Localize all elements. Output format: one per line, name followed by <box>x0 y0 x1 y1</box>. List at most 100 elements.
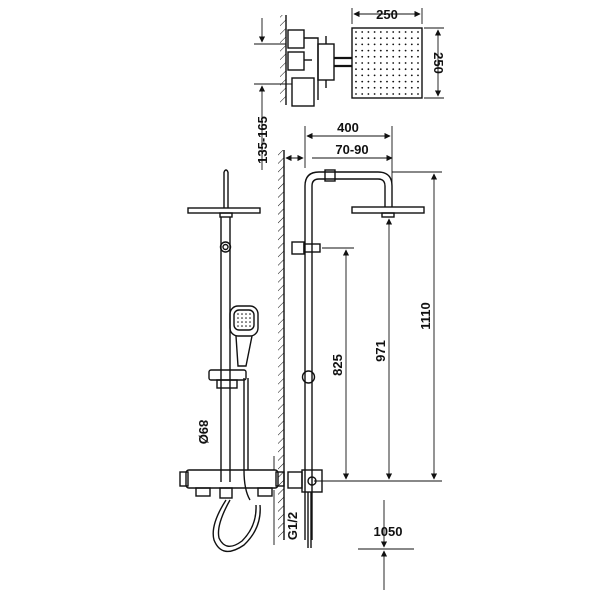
nozzle-dot <box>355 37 357 40</box>
nozzle-dot <box>355 31 357 33</box>
nozzle-dot <box>392 68 395 71</box>
nozzle-dot <box>355 43 357 46</box>
nozzle-dot <box>386 31 388 33</box>
nozzle-dot <box>379 80 382 83</box>
nozzle-dot <box>398 86 401 89</box>
nozzle-dot <box>392 86 395 89</box>
dim-overall-height: 1110 <box>418 302 433 330</box>
nozzle-dot <box>398 37 401 40</box>
nozzle-dot <box>379 37 382 40</box>
nozzle-dot <box>410 37 413 40</box>
nozzle-dot <box>386 68 388 71</box>
nozzle-dot <box>379 86 382 89</box>
nozzle-dot <box>367 68 370 71</box>
nozzle-dot <box>410 62 413 64</box>
dim-head-height: 971 <box>373 340 388 362</box>
nozzle-dot <box>410 74 413 77</box>
shower-head-side <box>351 206 425 214</box>
slide-holder-side <box>301 370 316 384</box>
nozzle-dot <box>404 31 407 33</box>
nozzle-dot <box>410 86 413 89</box>
dim-head-depth: 250 <box>431 52 446 74</box>
hose-front <box>243 378 251 501</box>
nozzle-dot <box>392 37 395 40</box>
nozzle-dot <box>404 80 407 83</box>
nozzle-dot <box>379 55 382 58</box>
nozzle-dot <box>373 49 376 52</box>
nozzle-dot <box>410 93 413 95</box>
nozzle-dot <box>367 86 370 89</box>
nozzle-dot <box>373 74 376 77</box>
nozzle-dot <box>392 43 395 46</box>
nozzle-dot <box>373 62 376 64</box>
nozzle-dot <box>404 74 407 77</box>
arm-side <box>304 171 393 207</box>
nozzle-dot <box>417 31 419 33</box>
nozzle-dot <box>404 62 407 64</box>
hand-nozzle-dot <box>249 317 251 319</box>
dim-wall-distance: 135-165 <box>255 116 270 164</box>
dim-head-width: 250 <box>376 7 398 22</box>
hand-nozzle-dot <box>237 313 239 315</box>
valve-top <box>287 29 335 107</box>
nozzle-dot <box>386 49 388 52</box>
nozzle-dot <box>404 49 407 52</box>
nozzle-dot <box>417 62 419 64</box>
nozzle-dot <box>386 43 388 46</box>
nozzle-dot <box>398 49 401 52</box>
nozzle-dot <box>373 31 376 33</box>
nozzle-dot <box>367 62 370 64</box>
nozzle-dot <box>417 55 419 58</box>
nozzle-dot <box>386 55 388 58</box>
nozzle-dot <box>361 86 364 89</box>
hand-shower-front <box>229 305 259 367</box>
hand-nozzle-dot <box>241 325 243 327</box>
nozzle-dot <box>367 37 370 40</box>
nozzle-dot <box>373 86 376 89</box>
nozzle-dot <box>373 55 376 58</box>
nozzle-dot <box>361 93 364 95</box>
nozzle-dot <box>404 68 407 71</box>
nozzle-dot <box>386 93 388 95</box>
dim-arm-reach: 400 <box>337 120 359 135</box>
nozzle-dot <box>355 86 357 89</box>
shower-head-front <box>187 207 261 214</box>
nozzle-dot <box>373 68 376 71</box>
nozzle-dot <box>355 68 357 71</box>
nozzle-dot <box>367 31 370 33</box>
nozzle-dot <box>410 68 413 71</box>
nozzle-dot <box>379 93 382 95</box>
nozzle-dot <box>392 49 395 52</box>
hand-nozzle-dot <box>241 317 243 319</box>
nozzle-dot <box>386 86 388 89</box>
nozzle-dot <box>392 31 395 33</box>
support-ring-front <box>219 241 232 253</box>
nozzle-dot <box>404 93 407 95</box>
top-view: 250 250 135-165 <box>254 7 446 170</box>
wall-bracket-side <box>291 241 305 255</box>
nozzle-dot <box>361 37 364 40</box>
nozzle-dot <box>355 49 357 52</box>
nozzle-dot <box>379 31 382 33</box>
dim-arm-offset: 70-90 <box>335 142 368 157</box>
nozzle-dot <box>361 80 364 83</box>
nozzle-dot <box>392 62 395 64</box>
nozzle-dot <box>410 80 413 83</box>
dim-support-height: 825 <box>330 354 345 376</box>
nozzle-dot <box>398 68 401 71</box>
nozzle-dot <box>361 62 364 64</box>
dim-handle-diameter: 89Ø <box>196 420 211 445</box>
nozzle-dot <box>392 93 395 95</box>
nozzle-dot <box>404 37 407 40</box>
nozzle-dot <box>361 43 364 46</box>
nozzle-dot <box>373 37 376 40</box>
nozzle-dot <box>417 43 419 46</box>
wall-hatch-side <box>278 150 284 540</box>
nozzle-dot <box>386 62 388 64</box>
hand-nozzle-dot <box>245 325 247 327</box>
nozzle-dot <box>398 80 401 83</box>
nozzle-dot <box>410 55 413 58</box>
nozzle-dot <box>417 80 419 83</box>
nozzle-dot <box>361 31 364 33</box>
